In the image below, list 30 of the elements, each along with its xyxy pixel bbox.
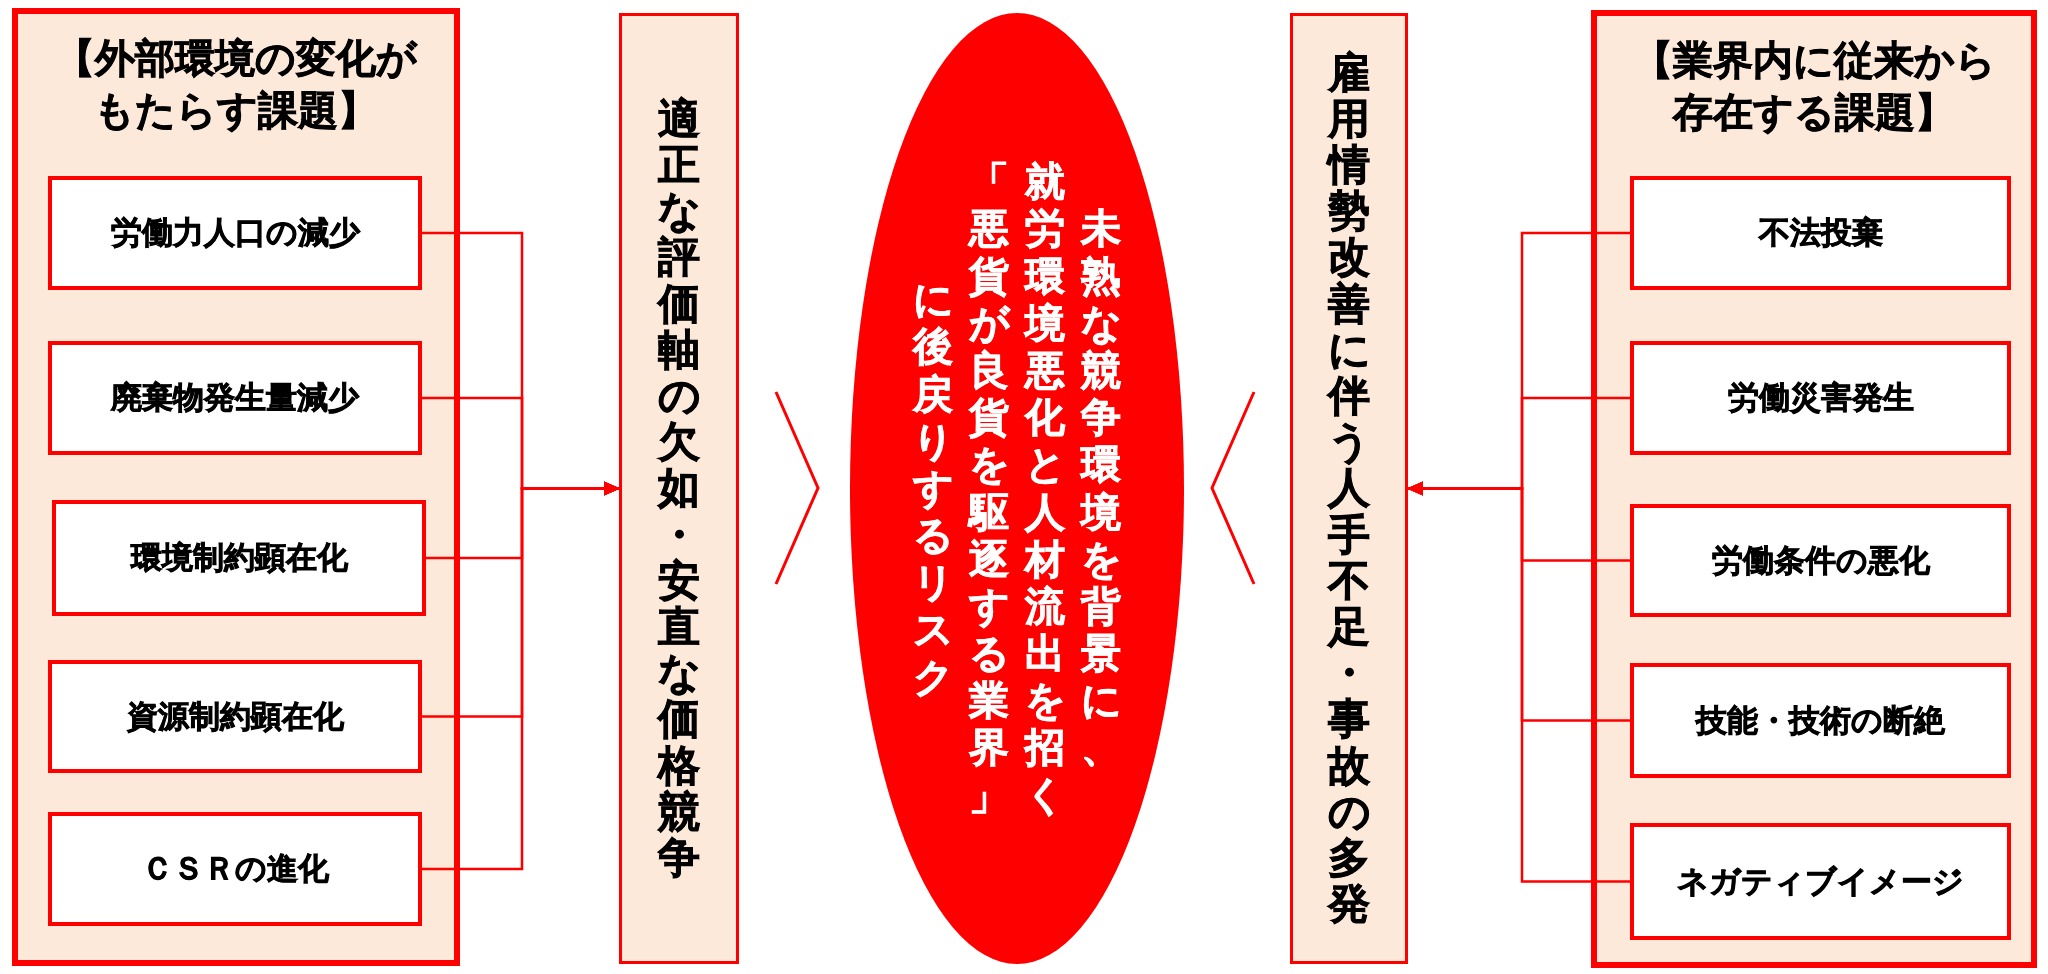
cause-box	[1290, 13, 1408, 964]
issue-label: 環境制約顕在化	[130, 538, 348, 577]
issue-label: 労働力人口の減少	[110, 213, 360, 252]
issue-box	[48, 176, 422, 290]
issue-box	[1630, 341, 2011, 455]
issue-label: 労働災害発生	[1727, 378, 1914, 417]
issue-label: ネガティブイメージ	[1677, 861, 1964, 901]
connector-arrow	[1407, 481, 1630, 883]
connector-arrow	[422, 481, 620, 871]
group-panel	[12, 8, 460, 966]
issue-box	[48, 812, 422, 926]
group-heading: 【業界内に従来から存在する課題】	[1631, 36, 1997, 137]
cause-text: 雇用情勢改善に伴う人手不足・事故の多発	[1328, 49, 1370, 928]
issue-label: 廃棄物発生量減少	[111, 378, 359, 417]
cause-text: 適正な評価軸の欠如・安直な価格競争	[658, 95, 700, 882]
issue-box	[48, 660, 422, 773]
issue-box	[48, 341, 422, 455]
issue-label: 労働条件の悪化	[1711, 540, 1930, 580]
issue-label: ＣＳＲの進化	[141, 849, 329, 888]
issue-box	[1630, 663, 2011, 778]
issue-box	[1630, 176, 2011, 290]
issue-label: 技能・技術の断絶	[1696, 700, 1945, 740]
group-heading: 【外部環境の変化がもたらす課題】	[54, 34, 418, 135]
cause-box	[619, 13, 739, 964]
issue-box	[1630, 504, 2011, 617]
group-panel	[1591, 10, 2037, 968]
issue-box	[52, 500, 426, 616]
issue-box	[1630, 823, 2011, 940]
issue-label: 資源制約顕在化	[126, 696, 344, 736]
issue-label: 不法投棄	[1758, 213, 1883, 252]
